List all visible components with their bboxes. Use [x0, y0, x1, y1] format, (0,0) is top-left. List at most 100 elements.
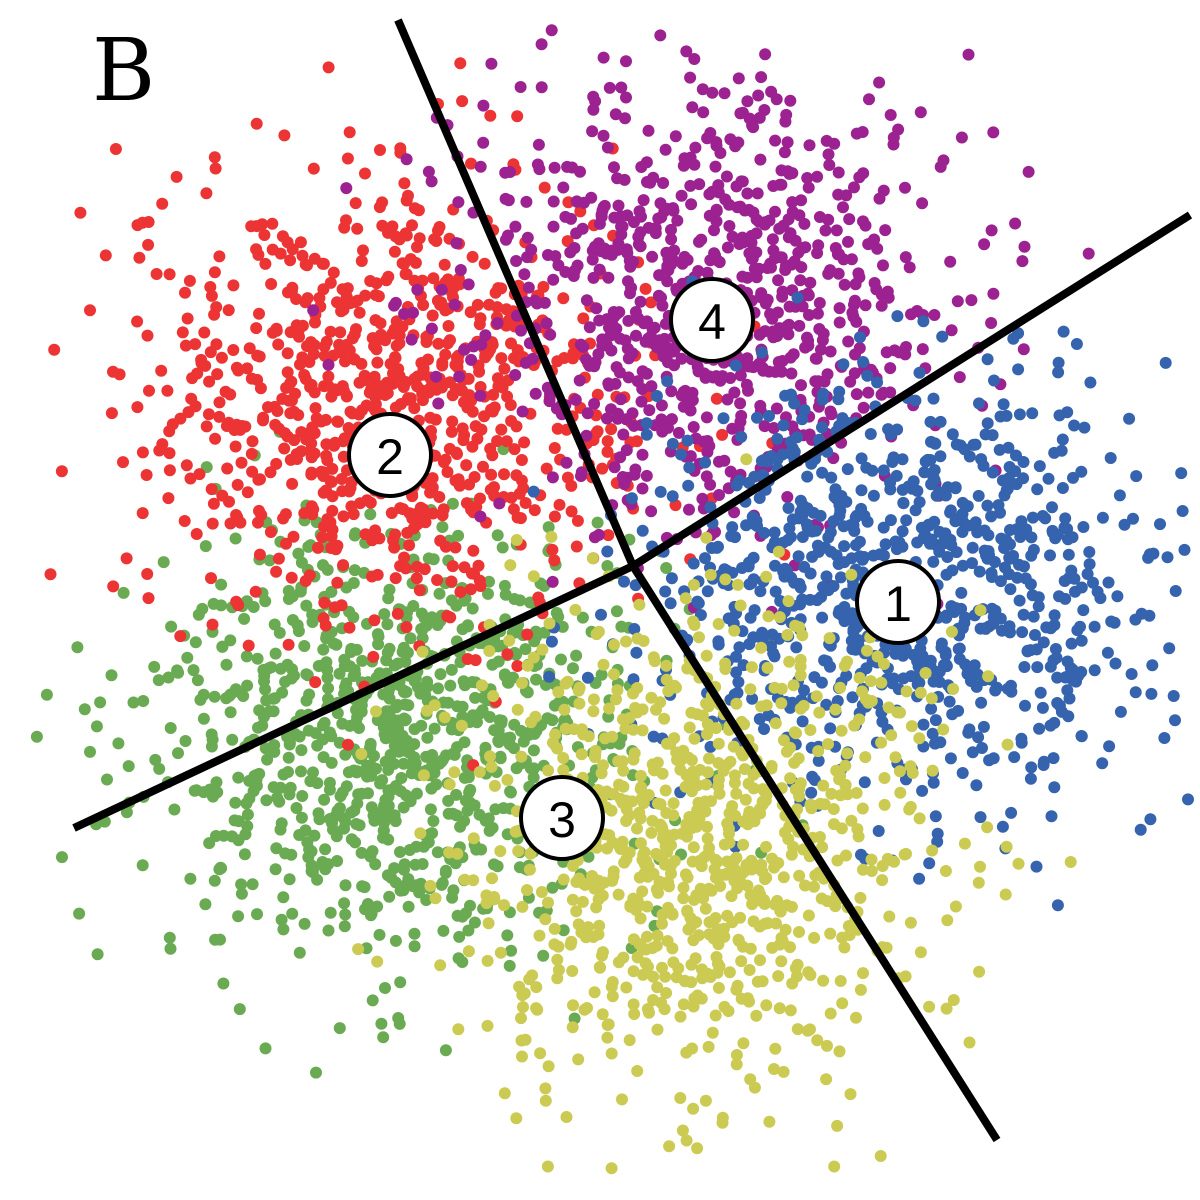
data-point: [668, 255, 680, 267]
data-point: [310, 1066, 322, 1079]
data-point: [407, 522, 420, 535]
data-point: [495, 352, 508, 365]
data-point: [788, 756, 801, 769]
data-point: [966, 746, 979, 759]
data-point: [772, 274, 785, 287]
data-point: [657, 177, 670, 189]
data-point: [926, 764, 939, 777]
data-point: [765, 261, 777, 274]
data-point: [441, 337, 454, 350]
data-point: [646, 814, 659, 827]
data-point: [433, 587, 446, 600]
data-point: [153, 762, 166, 775]
data-point: [378, 608, 391, 621]
data-point: [827, 580, 840, 593]
data-point: [794, 274, 807, 287]
data-point: [825, 471, 838, 484]
data-point: [840, 849, 852, 862]
data-point: [1055, 705, 1068, 718]
data-point: [641, 1003, 654, 1015]
data-point: [605, 1047, 618, 1060]
data-point: [322, 379, 335, 392]
data-point: [983, 754, 996, 767]
data-point: [184, 472, 197, 485]
data-point: [956, 622, 969, 635]
data-point: [531, 158, 544, 171]
data-point: [745, 577, 758, 590]
data-point: [205, 572, 217, 585]
data-point: [278, 442, 291, 455]
data-point: [701, 718, 714, 731]
data-point: [712, 737, 725, 750]
data-point: [387, 377, 400, 390]
data-point: [84, 304, 96, 317]
data-point: [403, 746, 416, 759]
data-point: [515, 474, 528, 487]
data-point: [820, 698, 833, 711]
data-point: [526, 352, 539, 365]
data-point: [504, 559, 517, 572]
data-point: [636, 724, 649, 737]
data-point: [454, 57, 467, 70]
data-point: [805, 802, 818, 815]
data-point: [891, 423, 904, 436]
data-point: [71, 641, 84, 654]
data-point: [422, 165, 435, 178]
data-point: [937, 154, 950, 167]
data-point: [461, 653, 474, 665]
data-point: [179, 339, 192, 352]
data-point: [782, 502, 795, 514]
data-point: [706, 86, 719, 99]
data-point: [597, 759, 609, 772]
data-point: [897, 672, 910, 685]
data-point: [853, 535, 866, 548]
data-point: [468, 916, 481, 929]
data-point: [1127, 512, 1139, 525]
data-point: [572, 1053, 585, 1066]
data-point: [769, 205, 781, 218]
data-point: [525, 243, 538, 256]
data-point: [773, 611, 786, 624]
data-point: [235, 887, 248, 900]
data-point: [272, 552, 285, 565]
data-point: [318, 596, 331, 609]
data-point: [750, 227, 763, 240]
data-point: [853, 342, 866, 355]
data-point: [686, 855, 699, 868]
data-point: [501, 929, 514, 942]
data-point: [189, 636, 202, 649]
data-point: [724, 465, 737, 478]
data-point: [55, 465, 68, 478]
data-point: [925, 692, 938, 705]
data-point: [371, 356, 384, 369]
data-point: [422, 836, 435, 849]
data-point: [939, 865, 952, 877]
data-point: [516, 677, 528, 689]
data-point: [491, 435, 504, 447]
data-point: [183, 274, 196, 287]
data-point: [850, 315, 863, 328]
data-point: [1033, 722, 1046, 735]
data-point: [667, 956, 680, 969]
data-point: [555, 653, 567, 666]
data-point: [1087, 576, 1099, 589]
data-point: [620, 635, 632, 648]
data-point: [854, 331, 866, 344]
data-point: [405, 333, 418, 346]
data-point: [1005, 806, 1018, 819]
data-point: [560, 456, 573, 469]
data-point: [593, 919, 606, 932]
data-point: [986, 571, 998, 583]
data-point: [434, 668, 447, 681]
data-point: [777, 871, 790, 884]
data-point: [997, 398, 1010, 411]
data-point: [612, 199, 625, 212]
data-point: [919, 455, 932, 468]
data-point: [519, 497, 532, 509]
data-point: [295, 744, 308, 757]
data-point: [435, 283, 448, 296]
data-point: [821, 1039, 833, 1052]
data-point: [648, 655, 661, 668]
data-point: [620, 55, 632, 68]
data-point: [685, 198, 698, 211]
